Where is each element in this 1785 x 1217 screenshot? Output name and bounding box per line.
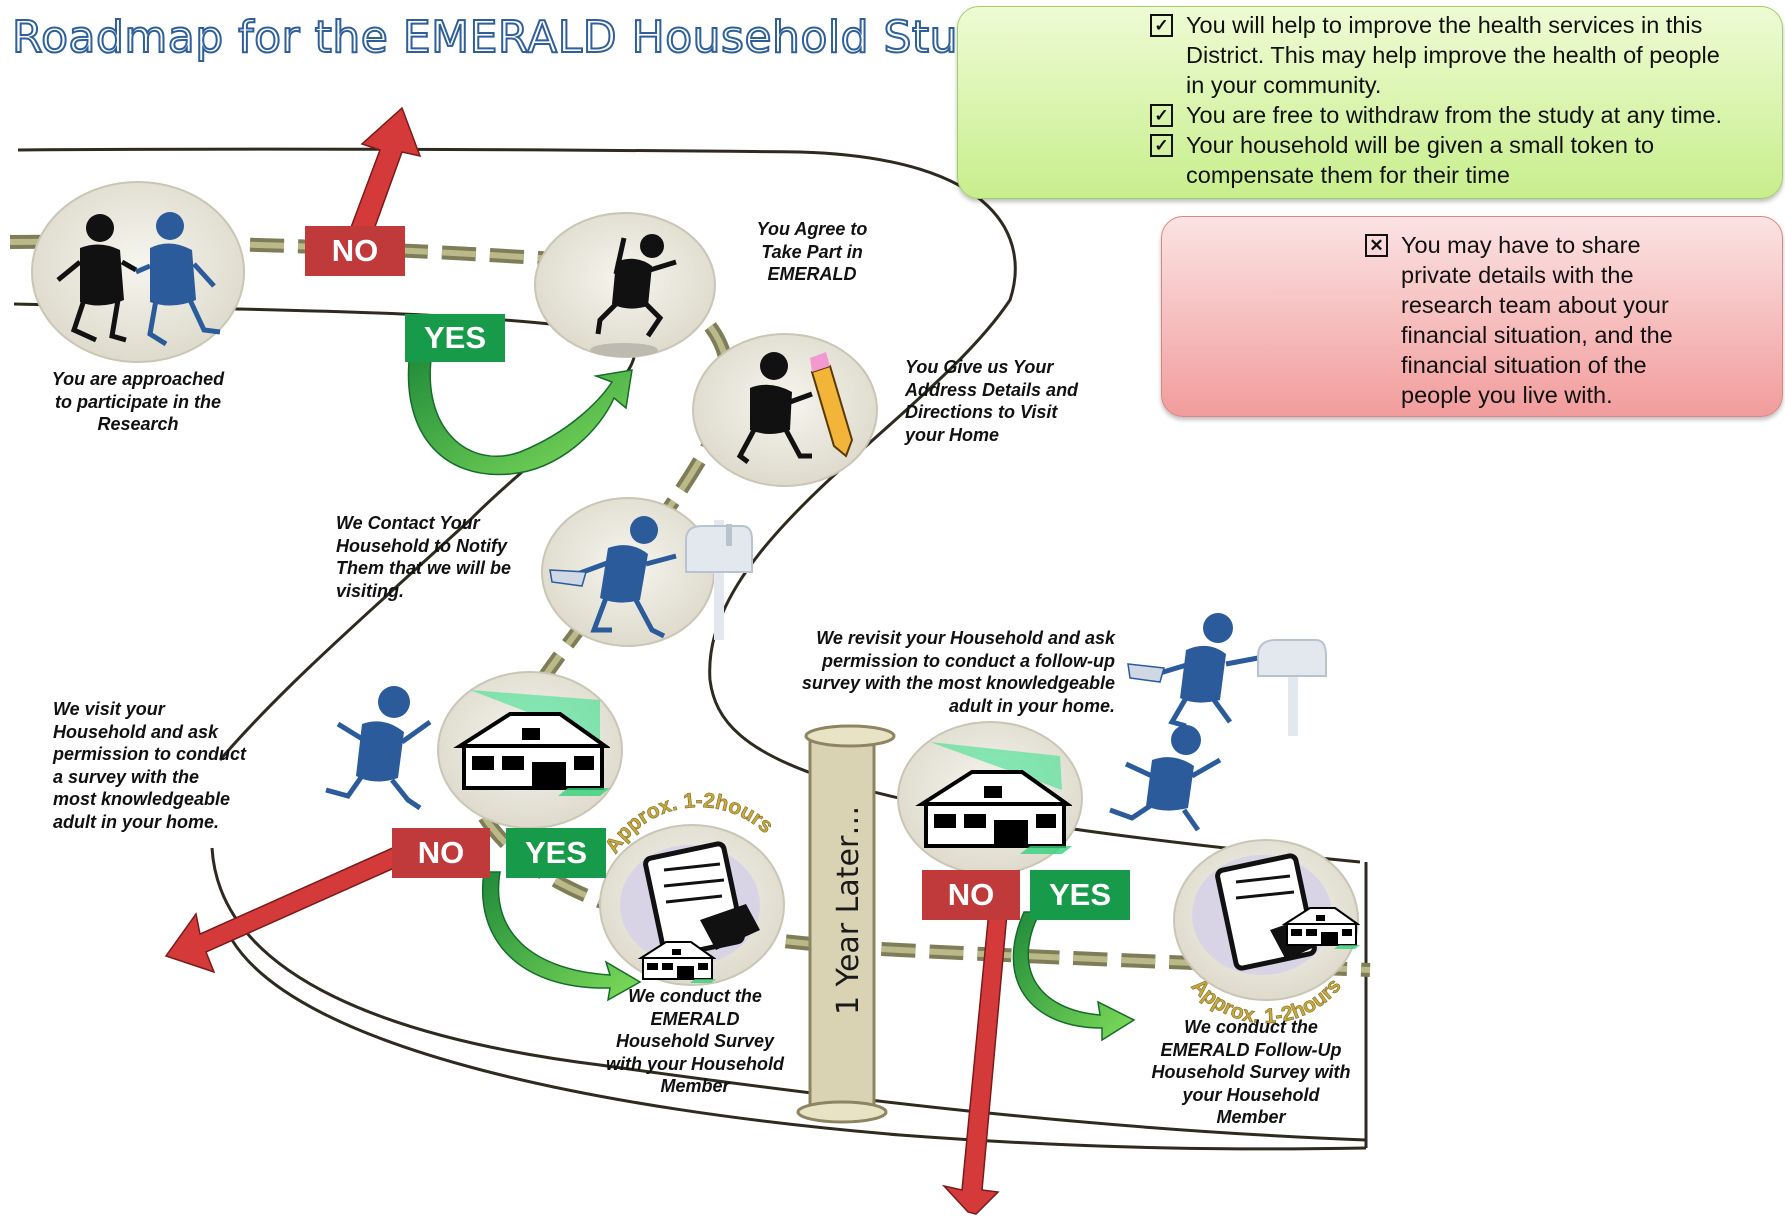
circle-contact xyxy=(541,497,715,647)
caption-line: We Contact Your xyxy=(336,513,480,533)
road-outline-lower xyxy=(210,847,1367,1142)
road-outline-top xyxy=(17,147,1361,864)
benefits-item: ✓ You will help to improve the health ser… xyxy=(1150,10,1780,100)
caption-line: EMERALD Follow-Up xyxy=(1160,1039,1342,1060)
checkbox-checked-icon: ✓ xyxy=(1150,14,1173,37)
circle-conduct xyxy=(599,824,785,986)
risks-text: You may have to share xyxy=(1401,232,1641,258)
benefits-text: District. This may help improve the heal… xyxy=(1186,42,1720,68)
caption-line: We conduct the xyxy=(628,986,762,1006)
no-label-top: NO xyxy=(305,226,405,276)
circle-visit xyxy=(437,671,623,829)
caption-line: You Agree to xyxy=(756,219,868,239)
no-label-right: NO xyxy=(922,870,1020,920)
risks-text: financial situation, and the xyxy=(1401,322,1673,348)
caption-line: adult in your home. xyxy=(948,695,1115,716)
benefits-text: in your community. xyxy=(1186,72,1382,98)
road-outline-upper xyxy=(13,302,637,761)
year-later-scroll xyxy=(796,724,896,1124)
caption-line: a survey with the xyxy=(53,766,200,787)
caption-line: your Household xyxy=(1182,1084,1320,1105)
caption-line: to participate in the xyxy=(54,391,222,412)
circle-followup-conduct xyxy=(1173,839,1360,1001)
caption-line: survey with the most knowledgeable xyxy=(801,673,1115,693)
benefits-text: Your household will be given a small tok… xyxy=(1186,132,1655,158)
caption-line: Household Survey xyxy=(615,1031,775,1051)
running-figure-visit xyxy=(325,686,432,811)
caption-line: EMERALD xyxy=(650,1008,740,1029)
caption-line: most knowledgeable xyxy=(53,789,231,809)
caption-line: Member xyxy=(1216,1107,1286,1127)
yes-arrow-top xyxy=(407,351,633,476)
benefits-text: You will help to improve the health serv… xyxy=(1186,12,1703,38)
caption-line: Research xyxy=(97,414,179,434)
no-arrow-left xyxy=(164,832,431,974)
caption-line: Directions to Visit xyxy=(905,402,1058,422)
caption-line: Take Part in xyxy=(761,241,863,262)
circle-approached xyxy=(31,181,245,363)
benefits-item: ✓ Your household will be given a small to… xyxy=(1150,130,1780,190)
yes-label-top: YES xyxy=(405,314,505,362)
caption-line: Household to Notify xyxy=(336,535,507,556)
benefits-text: You are free to withdraw from the study … xyxy=(1186,102,1722,128)
yes-arrow-right xyxy=(1012,911,1136,1042)
caption-line: EMERALD xyxy=(767,264,857,284)
caption-line: with your Household xyxy=(606,1053,784,1074)
risks-text: private details with the xyxy=(1401,262,1634,288)
caption-line: We visit your xyxy=(53,699,165,719)
year-later-label: 1 Year Later… xyxy=(831,806,866,1015)
caption-line: You Give us Your xyxy=(905,357,1054,377)
benefits-item: ✓ You are free to withdraw from the study… xyxy=(1150,100,1780,130)
risks-list: ✕ You may have to share private details wi… xyxy=(1365,230,1765,410)
caption-line: We revisit your Household and ask xyxy=(816,628,1115,648)
caption-line: Address Details and xyxy=(905,379,1079,400)
page-title: Roadmap for the EMERALD Household Study xyxy=(11,11,1014,64)
circle-agree xyxy=(534,212,716,358)
running-figures-revisit xyxy=(1109,613,1259,832)
caption-line: permission to conduct a follow-up xyxy=(821,650,1115,671)
caption-line: Them that we will be xyxy=(336,558,512,578)
checkbox-checked-icon: ✓ xyxy=(1150,104,1173,127)
checkbox-x-icon: ✕ xyxy=(1365,234,1388,257)
caption-line: visiting. xyxy=(336,580,405,601)
risks-panel xyxy=(1161,216,1783,417)
yes-label-right: YES xyxy=(1030,870,1130,920)
mailbox-icon-2 xyxy=(1257,639,1327,736)
caption-line: Household Survey with xyxy=(1151,1062,1351,1082)
risks-text: people you live with. xyxy=(1401,382,1613,408)
benefits-panel xyxy=(957,6,1783,199)
yes-label-mid: YES xyxy=(506,828,606,878)
benefits-text: compensate them for their time xyxy=(1186,162,1510,188)
caption-line: your Home xyxy=(905,424,1000,445)
caption-line: adult in your home. xyxy=(53,811,220,832)
caption-line: permission to conduct xyxy=(53,744,247,764)
circle-address xyxy=(692,333,878,487)
road-outline-bottom xyxy=(230,939,1367,1151)
risks-text: research team about your xyxy=(1401,292,1669,318)
caption-line: You are approached xyxy=(51,369,225,389)
benefits-list: ✓ You will help to improve the health ser… xyxy=(1150,10,1780,190)
yes-arrow-mid xyxy=(482,871,642,1002)
mailbox-icon xyxy=(685,520,753,640)
no-arrow-down xyxy=(941,899,1009,1215)
caption-line: We conduct the xyxy=(1184,1017,1318,1037)
risks-text: financial situation of the xyxy=(1401,352,1647,378)
circle-followup-visit xyxy=(897,721,1083,875)
caption-line: Household and ask xyxy=(53,721,219,742)
caption-line: Member xyxy=(660,1076,730,1096)
risks-item: ✕ You may have to share private details wi… xyxy=(1365,230,1765,410)
checkbox-checked-icon: ✓ xyxy=(1150,134,1173,157)
no-label-mid: NO xyxy=(392,828,490,878)
